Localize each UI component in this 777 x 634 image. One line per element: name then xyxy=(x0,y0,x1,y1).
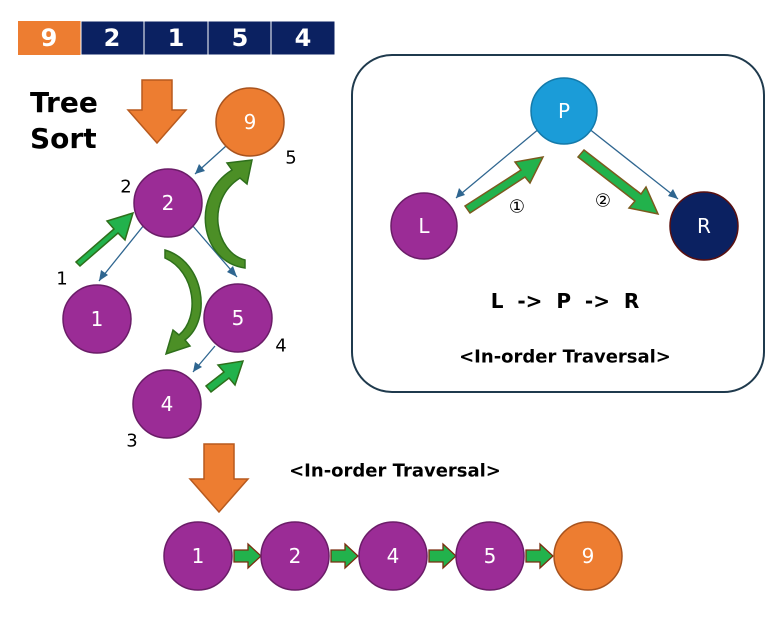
legend-formula: L -> P -> R xyxy=(491,289,640,313)
visit-order-labels: 5 2 1 4 3 xyxy=(56,148,296,452)
array-value-2: 2 xyxy=(104,24,121,52)
result-node xyxy=(455,521,525,591)
legend-edge-left xyxy=(455,127,541,199)
legend-edge-left-head xyxy=(456,188,465,198)
result-node-value: 4 xyxy=(387,544,400,568)
tree-node-value: 4 xyxy=(161,392,174,416)
arrow-1-to-2 xyxy=(74,211,135,268)
legend-node-parent xyxy=(530,77,598,145)
legend-left-label: L xyxy=(418,214,430,238)
tree-node-value: 2 xyxy=(162,191,175,215)
result-node xyxy=(553,521,623,591)
result-arrow-icon xyxy=(330,542,359,570)
tree-node xyxy=(215,87,285,157)
edge-2-1 xyxy=(98,224,145,282)
legend-arrow-step-2 xyxy=(576,148,660,216)
order-label: 2 xyxy=(120,177,131,198)
tree-nodes: 9 2 1 5 4 xyxy=(62,87,285,439)
tree-node xyxy=(132,369,202,439)
legend-edge-right xyxy=(587,127,679,200)
edge-arrowhead-4 xyxy=(193,362,202,372)
result-node-value: 9 xyxy=(582,544,595,568)
array-value-3: 1 xyxy=(168,24,185,52)
edge-arrowhead-1 xyxy=(99,270,108,281)
legend-box xyxy=(351,54,765,393)
order-label: 4 xyxy=(275,336,286,357)
legend-node-left xyxy=(390,192,458,260)
in-order-legend: P L R ① ② L -> P -> R <In-order Traversa… xyxy=(351,54,765,393)
result-node-value: 2 xyxy=(289,544,302,568)
result-node-value: 1 xyxy=(192,544,205,568)
title-line-2: Sort xyxy=(30,122,97,155)
array-cell-5 xyxy=(270,20,336,56)
tree-node-value: 1 xyxy=(91,307,104,331)
tree-node xyxy=(62,284,132,354)
edge-2-5 xyxy=(191,224,238,278)
order-label: 5 xyxy=(285,148,296,169)
order-label: 1 xyxy=(56,269,67,290)
down-arrow-icon xyxy=(126,79,188,145)
result-arrow-icon xyxy=(428,542,457,570)
tree-node-value: 5 xyxy=(232,306,245,330)
legend-step-2-label: ② xyxy=(595,191,611,212)
result-caption: <In-order Traversal> xyxy=(289,461,501,482)
array-value-5: 4 xyxy=(295,24,312,52)
legend-node-right xyxy=(669,191,739,261)
edge-arrowhead-5 xyxy=(227,266,237,277)
tree-node xyxy=(203,283,273,353)
result-node xyxy=(260,521,330,591)
legend-caption: <In-order Traversal> xyxy=(459,347,671,368)
result-node xyxy=(358,521,428,591)
legend-parent-label: P xyxy=(558,99,570,123)
tree-node-value: 9 xyxy=(244,110,257,134)
result-node-value: 5 xyxy=(484,544,497,568)
array-cell-4 xyxy=(207,20,272,56)
arrow-4-to-5 xyxy=(204,360,245,394)
tree-node xyxy=(133,168,203,238)
traversal-arrows xyxy=(74,159,253,394)
input-array: 9 2 1 5 4 xyxy=(18,20,336,56)
array-cell-3 xyxy=(143,20,209,56)
legend-arrow-step-1 xyxy=(463,155,545,215)
array-cell-1 xyxy=(18,21,81,55)
array-cell-2 xyxy=(80,20,145,56)
result-node xyxy=(163,521,233,591)
arrow-2-to-4 xyxy=(164,248,202,356)
result-arrow-icon xyxy=(233,542,262,570)
array-value-1: 9 xyxy=(41,24,58,52)
arrow-5-to-9 xyxy=(204,159,253,269)
order-label: 3 xyxy=(126,431,137,452)
result-sequence: 1 2 4 5 9 xyxy=(163,521,623,591)
title-line-1: Tree xyxy=(30,86,98,119)
legend-right-label: R xyxy=(697,214,711,238)
legend-step-1-label: ① xyxy=(509,197,525,218)
array-value-4: 5 xyxy=(232,24,249,52)
legend-edge-right-head xyxy=(668,189,678,199)
result-arrow-icon xyxy=(525,542,554,570)
down-arrow-icon-2 xyxy=(188,443,250,514)
edge-arrowhead-2 xyxy=(195,164,205,174)
